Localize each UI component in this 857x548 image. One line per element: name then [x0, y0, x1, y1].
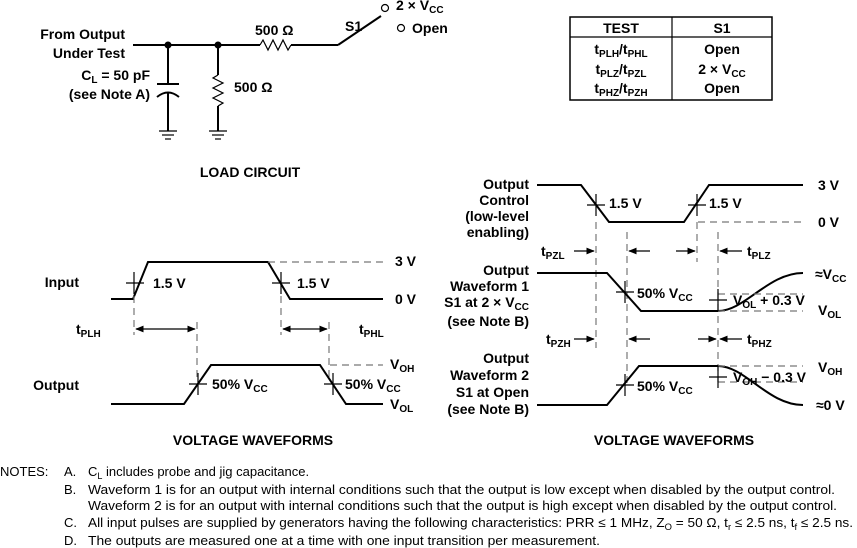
from-output-label: From Output [40, 26, 125, 42]
output-label: Output [33, 377, 79, 393]
load-circuit-title: LOAD CIRCUIT [200, 164, 301, 180]
approx-0v-label: ≈0 V [816, 397, 845, 413]
voh-minus-03-label: VOH − 0.3 V [733, 369, 807, 388]
output-voh-label: VOH [390, 356, 414, 375]
left-waveforms: Input 3 V 0 V 1.5 V 1.5 V tPLH tPHL Outp… [33, 253, 417, 448]
output-fall-50pct-label: 50% VCC [345, 376, 401, 395]
w2-voh-label: VOH [818, 359, 842, 378]
table-row-test: tPLZ/tPZL [595, 61, 646, 80]
w1-50pct-label: 50% VCC [637, 285, 693, 304]
under-test-label: Under Test [53, 45, 125, 61]
approx-vcc-label: ≈VCC [815, 266, 846, 285]
input-3v-label: 3 V [395, 253, 417, 269]
waveform2-label: S1 at Open [456, 384, 529, 400]
switch-terminal-open-icon [396, 23, 406, 33]
test-table: TEST S1 tPLH/tPHL Open tPLZ/tPZL 2 × VCC… [569, 16, 773, 101]
note-d-letter: D. [64, 533, 77, 548]
output-control-label: enabling) [467, 224, 529, 240]
output-control-label: Output [483, 176, 529, 192]
waveform1-label: Waveform 1 [450, 278, 529, 294]
vol-plus-03-label: VOL + 0.3 V [733, 292, 806, 311]
two-vcc-label: 2 × VCC [396, 0, 444, 16]
note-b-line1: Waveform 1 is for an output with interna… [88, 482, 835, 497]
resistor-shunt-icon [211, 74, 225, 107]
waveform1-signal [537, 272, 804, 312]
tplz-label: tPLZ [747, 243, 771, 262]
tphl-label: tPHL [359, 321, 384, 340]
r1-label: 500 Ω [255, 22, 293, 38]
output-control-label: Control [479, 192, 529, 208]
table-row-s1: Open [704, 41, 740, 57]
note-d-text: The outputs are measured one at a time w… [88, 533, 600, 548]
waveform2-label: (see Note B) [447, 401, 529, 417]
notes: NOTES: A. CL includes probe and jig capa… [0, 464, 853, 548]
output-control-waveform [537, 184, 803, 223]
right-waveforms-title: VOLTAGE WAVEFORMS [594, 432, 754, 448]
oc-0v-label: 0 V [818, 214, 840, 230]
input-waveform [111, 261, 383, 300]
table-row-s1: 2 × VCC [698, 61, 746, 80]
oc-3v-label: 3 V [818, 177, 840, 193]
load-circuit: From Output Under Test 500 Ω S1 2 × VCC … [40, 0, 448, 180]
note-a-text: CL includes probe and jig capacitance. [88, 464, 309, 481]
open-label: Open [412, 20, 448, 36]
cl-label: CL = 50 pF [81, 67, 150, 86]
waveform2-label: Output [483, 350, 529, 366]
table-row-s1: Open [704, 80, 740, 96]
output-vol-label: VOL [390, 396, 413, 415]
switch-s1-icon [337, 15, 382, 46]
waveform2-signal [537, 365, 804, 406]
table-row-test: tPHZ/tPZH [594, 80, 647, 99]
tphz-label: tPHZ [747, 331, 772, 350]
w1-vol-label: VOL [818, 302, 841, 321]
table-row-test: tPLH/tPHL [594, 41, 647, 60]
output-control-label: (low-level [465, 208, 529, 224]
input-label: Input [45, 274, 80, 290]
note-a-letter: A. [64, 464, 76, 479]
see-note-a-label: (see Note A) [69, 86, 150, 102]
waveform2-label: Waveform 2 [450, 367, 529, 383]
resistor-series [259, 38, 292, 52]
tplh-label: tPLH [76, 321, 101, 340]
right-waveforms: Output Control (low-level enabling) 3 V … [444, 176, 846, 448]
oc-fall-1-5v-label: 1.5 V [609, 195, 642, 211]
waveform1-label: (see Note B) [447, 313, 529, 329]
output-waveform [111, 364, 383, 405]
input-0v-label: 0 V [395, 291, 417, 307]
note-c-letter: C. [64, 515, 77, 530]
notes-label: NOTES: [0, 464, 48, 479]
r2-label: 500 Ω [234, 79, 272, 95]
switch-terminal-2vcc-icon [380, 3, 390, 13]
table-header-test: TEST [603, 20, 639, 36]
capacitor-curved-plate [156, 91, 180, 98]
input-rise-1-5v-label: 1.5 V [153, 275, 186, 291]
note-b-letter: B. [64, 482, 76, 497]
tpzh-label: tPZH [546, 331, 571, 350]
waveform1-label: Output [483, 262, 529, 278]
oc-rise-1-5v-label: 1.5 V [709, 195, 742, 211]
w2-50pct-label: 50% VCC [637, 378, 693, 397]
output-rise-50pct-label: 50% VCC [212, 376, 268, 395]
left-waveforms-title: VOLTAGE WAVEFORMS [173, 432, 333, 448]
note-c-text: All input pulses are supplied by generat… [88, 515, 853, 532]
input-fall-1-5v-label: 1.5 V [297, 275, 330, 291]
table-header-s1: S1 [713, 20, 730, 36]
tpzl-label: tPZL [541, 243, 565, 262]
waveform1-label: S1 at 2 × VCC [444, 294, 529, 313]
s1-label: S1 [345, 18, 362, 34]
note-b-line2: Waveform 2 is for an output with interna… [88, 498, 837, 513]
